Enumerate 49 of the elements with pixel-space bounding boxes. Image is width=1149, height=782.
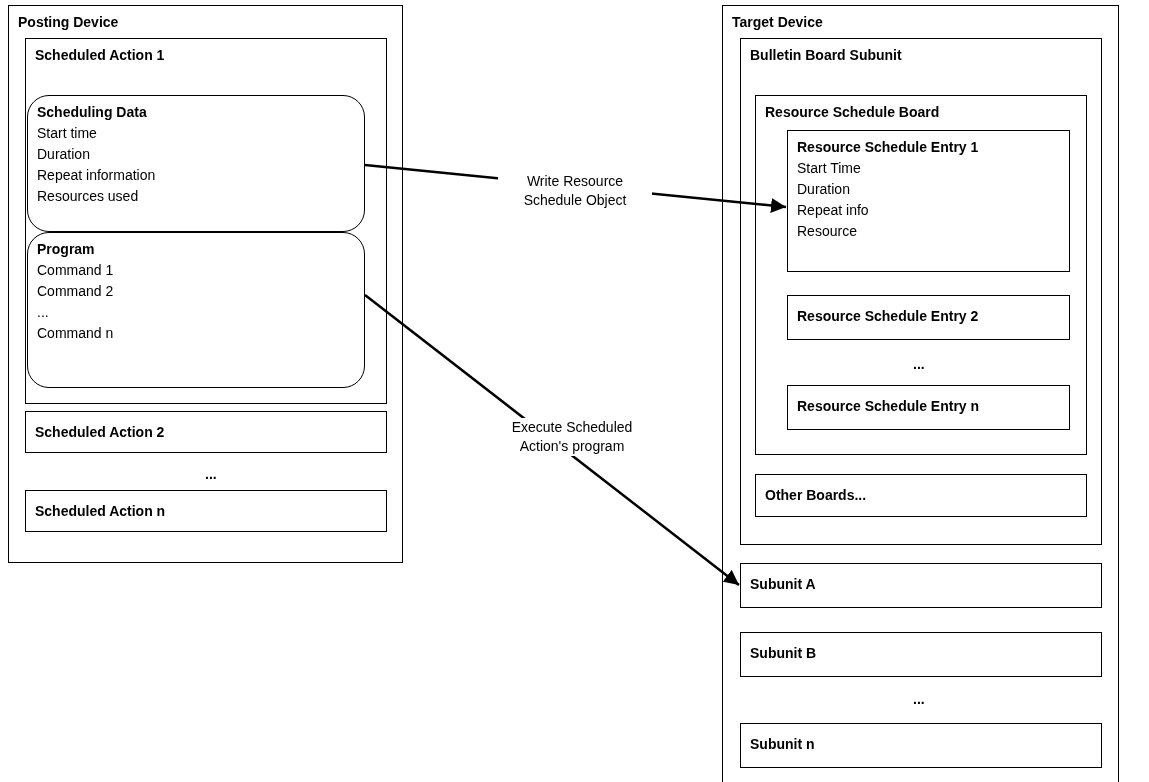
node-title: Scheduling Data [37,103,147,122]
node-title: Target Device [732,13,823,32]
node-title: Resource Schedule Entry n [797,397,980,416]
node-text: Start time [37,124,97,143]
node-text: Command 2 [37,282,114,301]
box [722,5,1119,782]
box [25,411,387,453]
node-title: Bulletin Board Subunit [750,46,902,65]
node-title: Subunit A [750,575,816,594]
node-title: Scheduled Action 2 [35,423,165,442]
node-text: Duration [37,145,90,164]
node-text: Command 1 [37,261,114,280]
box [740,563,1102,608]
box [787,295,1070,340]
node-title: Scheduled Action n [35,502,166,521]
node-title: Resource Schedule Entry 2 [797,307,979,326]
node-title: Scheduled Action 1 [35,46,165,65]
node-text: Resource [797,222,857,241]
node-text: ... [37,303,49,322]
box [787,130,1070,272]
node-title: Subunit n [750,735,815,754]
node-text: Repeat info [797,201,869,220]
node-text: Repeat information [37,166,156,185]
edge-label: Write Resource Schedule Object [498,172,652,210]
node-title: Other Boards... [765,486,867,505]
box [740,632,1102,677]
box [755,474,1087,517]
ellipsis-label: ... [913,355,925,374]
node-text: Start Time [797,159,861,178]
box [25,38,387,404]
node-title: Posting Device [18,13,119,32]
box [740,723,1102,768]
node-title: Program [37,240,95,259]
node-text: Resources used [37,187,139,206]
box [8,5,403,563]
rounded-box [27,95,365,232]
arrow [364,294,740,586]
box [25,490,387,532]
box [740,38,1102,545]
box [755,95,1087,455]
node-text: Command n [37,324,114,343]
node-title: Resource Schedule Entry 1 [797,138,979,157]
ellipsis-label: ... [913,690,925,709]
node-text: Duration [797,180,850,199]
node-title: Resource Schedule Board [765,103,940,122]
rounded-box [27,232,365,388]
box [787,385,1070,430]
node-title: Subunit B [750,644,817,663]
ellipsis-label: ... [205,465,217,484]
